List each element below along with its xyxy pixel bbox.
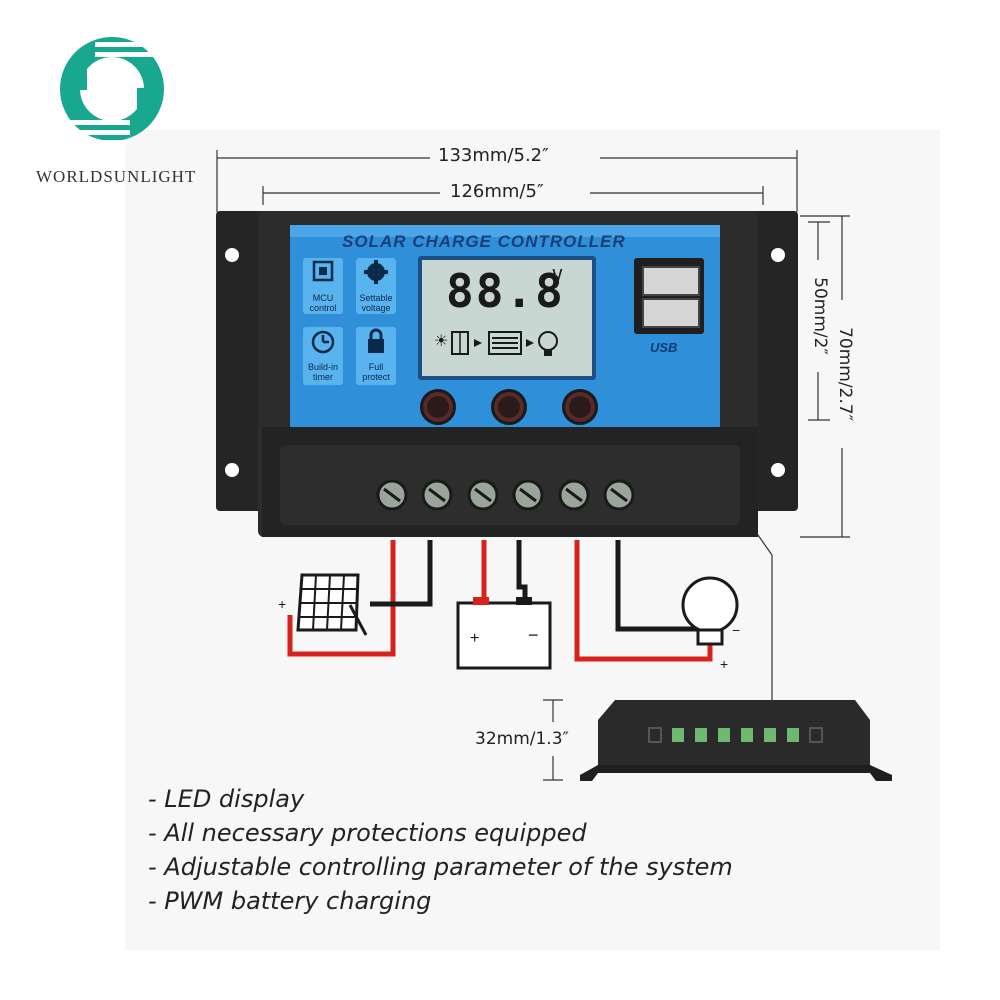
worldsunlight-logo: [55, 32, 170, 145]
chip-icon: [312, 260, 334, 282]
solar-panel-icon: +: [278, 573, 368, 636]
inner-width-label: 126mm/5″: [450, 181, 544, 202]
lock-icon: [368, 328, 384, 353]
depth-label: 32mm/1.3″: [475, 729, 569, 749]
feature-tile-timer: Build-in timer: [303, 327, 343, 385]
usb-port-2[interactable]: [642, 298, 700, 328]
feature-tile-voltage: Settable voltage: [356, 258, 396, 314]
clock-icon: [311, 330, 335, 354]
usb-label: USB: [650, 340, 678, 355]
svg-text:+: +: [720, 656, 728, 670]
battery-icon: + −: [456, 597, 552, 670]
feature-item: - All necessary protections equipped: [148, 819, 587, 847]
wiring-diagram: + + − + −: [278, 540, 740, 670]
feature-list: - LED display - All necessary protection…: [148, 782, 733, 918]
feature-tile-protect: Full protect: [356, 327, 396, 385]
menu-button[interactable]: [420, 389, 456, 425]
up-button[interactable]: [491, 389, 527, 425]
feature-item: - LED display: [148, 785, 305, 813]
controller-side-view: [580, 700, 892, 781]
svg-text:+: +: [470, 630, 479, 647]
feature-tile-mcu: MCU control: [303, 258, 343, 314]
feature-label-timer: Build-in timer: [307, 362, 338, 382]
svg-text:+: +: [278, 596, 286, 612]
usb-port-1[interactable]: [642, 266, 700, 296]
feature-label-voltage: Settable voltage: [359, 293, 393, 313]
terminal-block: [376, 479, 635, 511]
lcd-display: 88.8 V ☀: [418, 256, 596, 380]
brand-name: WORLDSUNLIGHT: [36, 167, 197, 186]
down-button[interactable]: [562, 389, 598, 425]
panel-title: SOLAR CHARGE CONTROLLER: [342, 232, 626, 251]
usb-ports: [634, 258, 704, 334]
lcd-flow-icons: ☀: [434, 331, 558, 356]
total-height-label: 70mm/2.7″: [835, 327, 855, 421]
outer-width-label: 133mm/5.2″: [438, 145, 549, 166]
lcd-unit: V: [552, 266, 563, 287]
svg-text:−: −: [732, 622, 740, 638]
gear-icon: [364, 260, 388, 284]
panel-height-label: 50mm/2″: [810, 277, 830, 355]
lcd-value: 88.8: [446, 264, 565, 318]
svg-text:−: −: [528, 625, 539, 645]
feature-label-mcu: MCU control: [309, 293, 337, 313]
svg-text:☀: ☀: [434, 331, 448, 350]
light-bulb-icon: + −: [681, 576, 740, 670]
feature-item: - PWM battery charging: [148, 887, 432, 915]
feature-item: - Adjustable controlling parameter of th…: [148, 853, 733, 881]
feature-label-protect: Full protect: [362, 362, 390, 382]
